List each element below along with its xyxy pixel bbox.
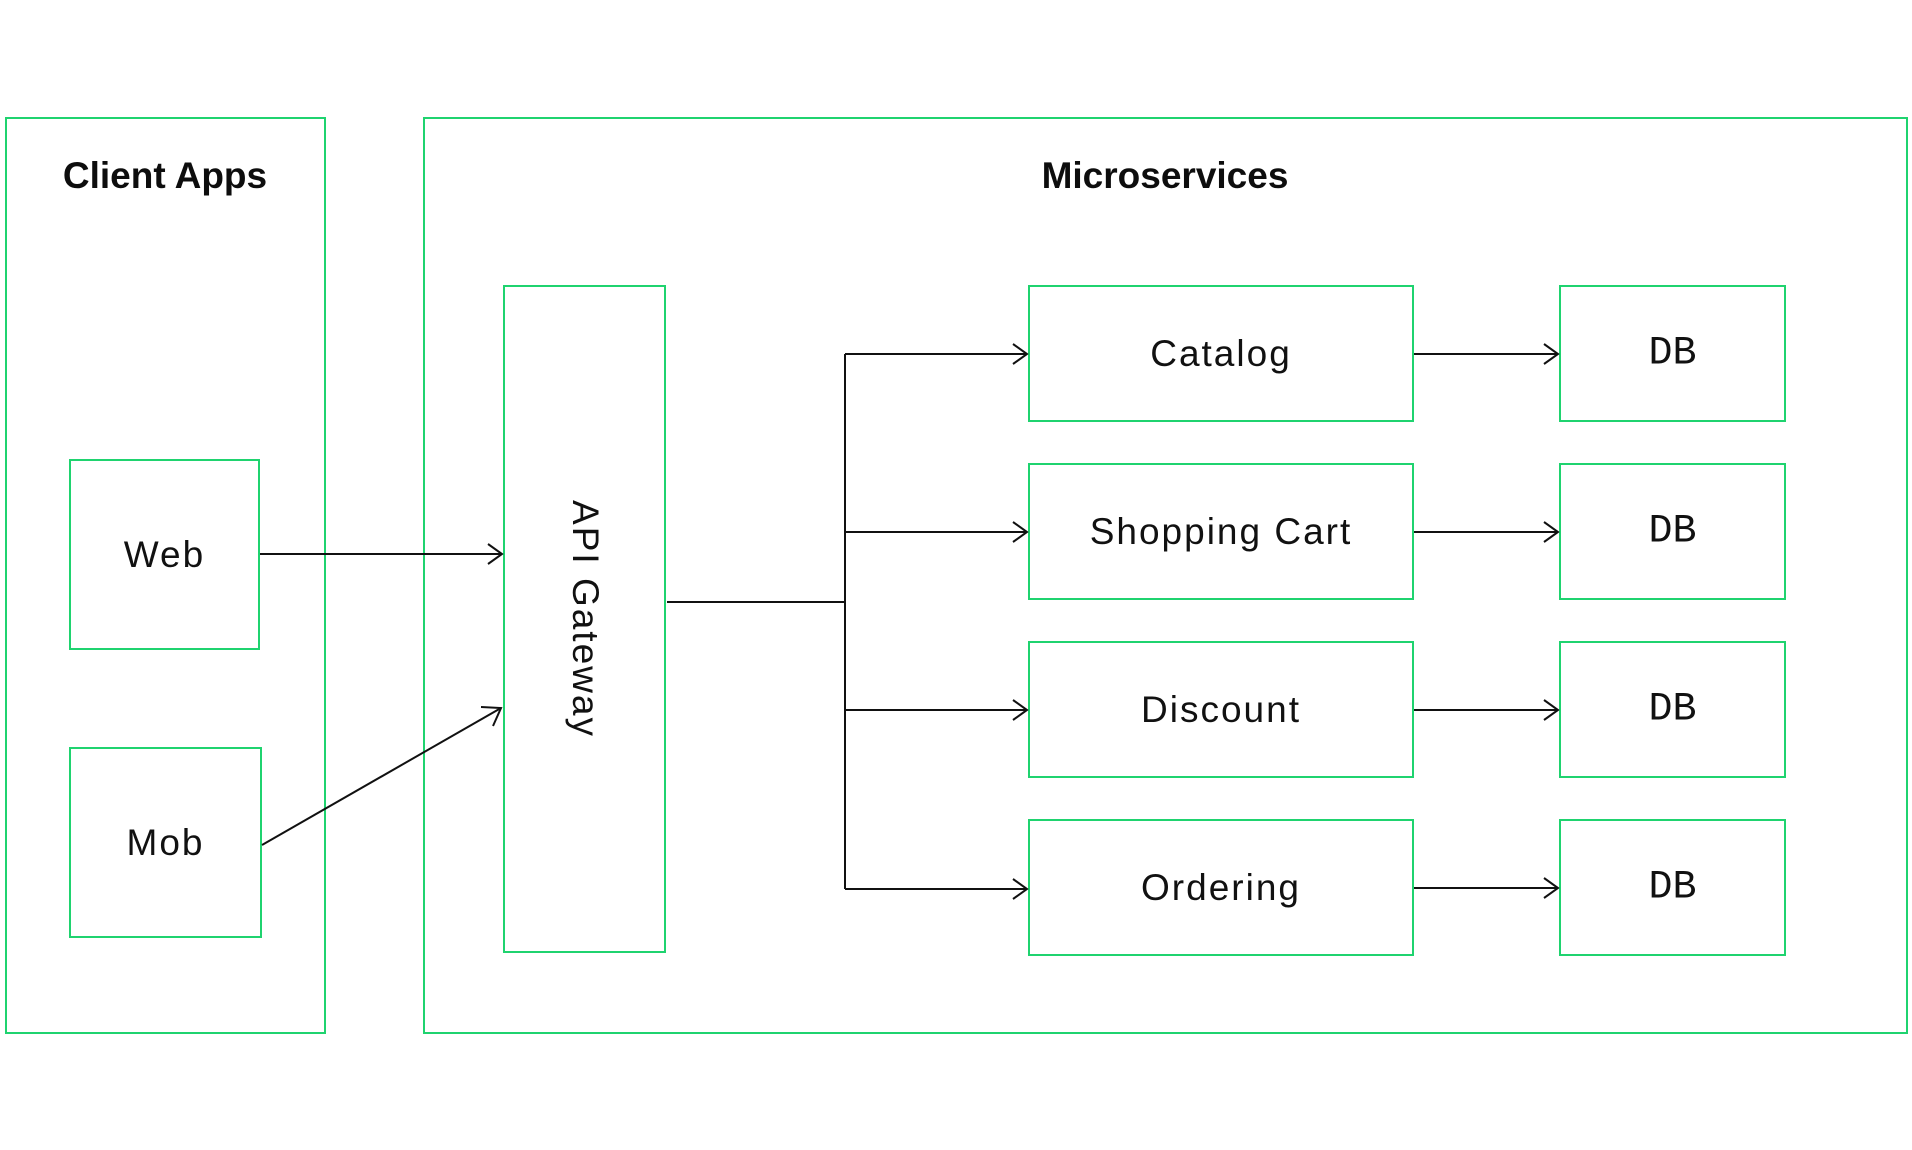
service-label: Ordering	[1141, 866, 1301, 908]
node-api-gateway[interactable]: API Gateway	[503, 285, 666, 953]
db-label: DB	[1648, 865, 1697, 910]
edge-shopping-cart-to-db	[1414, 521, 1560, 543]
microservices-group	[423, 117, 1908, 1034]
service-label: Catalog	[1150, 332, 1292, 374]
db-label: DB	[1648, 509, 1697, 554]
service-label: Shopping Cart	[1089, 510, 1353, 552]
node-db-discount[interactable]: DB	[1559, 641, 1786, 778]
edge-gateway-to-discount	[845, 699, 1029, 721]
node-db-catalog[interactable]: DB	[1559, 285, 1786, 422]
edge-gateway-to-catalog	[845, 343, 1029, 365]
edge-gateway-to-shopping-cart	[845, 521, 1029, 543]
microservices-title: Microservices	[1041, 155, 1289, 196]
client-apps-title: Client Apps	[62, 155, 268, 196]
db-label: DB	[1648, 331, 1697, 376]
service-label: Discount	[1141, 688, 1301, 730]
edge-ordering-to-db	[1414, 877, 1560, 899]
node-service-ordering[interactable]: Ordering	[1028, 819, 1414, 956]
node-service-shopping-cart[interactable]: Shopping Cart	[1028, 463, 1414, 600]
edge-gateway-to-ordering	[845, 878, 1029, 900]
node-mob[interactable]: Mob	[69, 747, 262, 938]
client-apps-group	[5, 117, 326, 1034]
node-service-discount[interactable]: Discount	[1028, 641, 1414, 778]
node-db-ordering[interactable]: DB	[1559, 819, 1786, 956]
node-db-shopping-cart[interactable]: DB	[1559, 463, 1786, 600]
node-mob-label: Mob	[126, 821, 205, 863]
node-web-label: Web	[123, 533, 206, 575]
node-service-catalog[interactable]: Catalog	[1028, 285, 1414, 422]
node-web[interactable]: Web	[69, 459, 260, 650]
edge-catalog-to-db	[1414, 343, 1560, 365]
edge-gateway-trunk	[667, 354, 846, 889]
edge-web-to-gateway	[260, 543, 504, 565]
edge-mob-to-gateway	[261, 706, 503, 846]
db-label: DB	[1648, 687, 1697, 732]
edge-discount-to-db	[1414, 699, 1560, 721]
